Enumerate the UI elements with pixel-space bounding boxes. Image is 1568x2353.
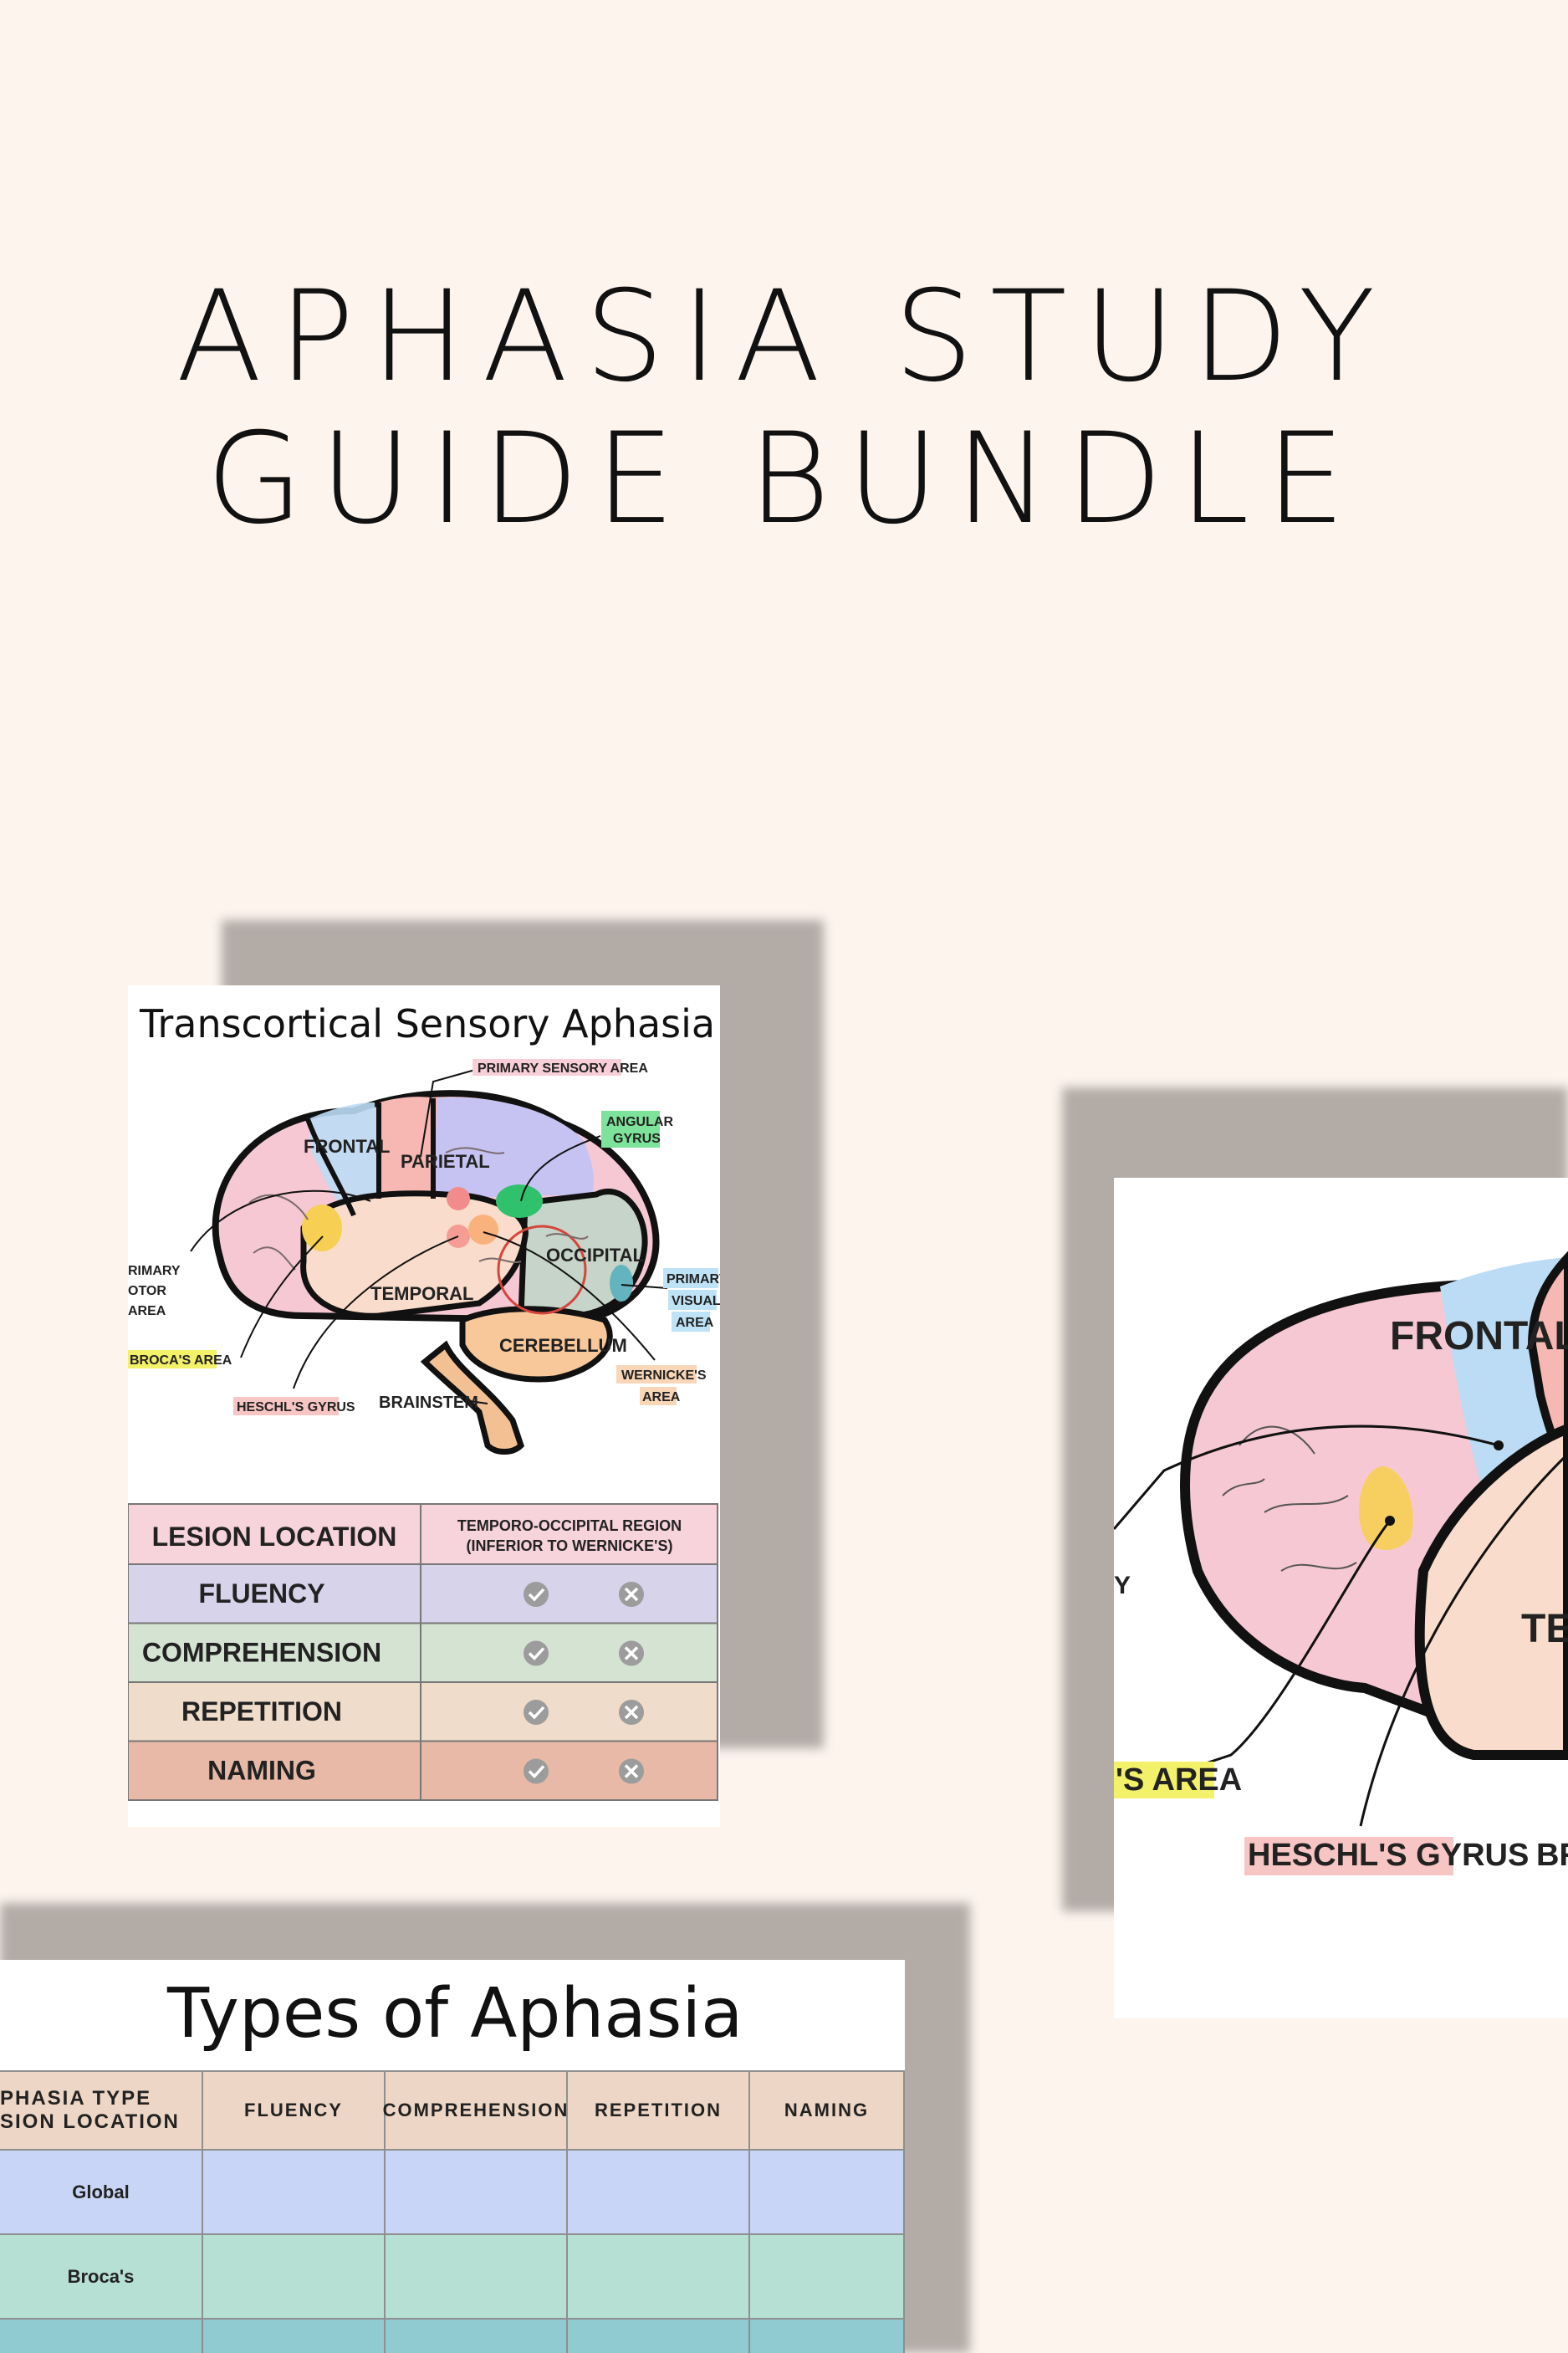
types-header-type-line2: SION LOCATION xyxy=(0,2110,180,2133)
label-brocas: BROCA'S AREA xyxy=(130,1353,232,1368)
label-angular-2: GYRUS xyxy=(613,1132,661,1146)
label-visual-3: AREA xyxy=(676,1316,714,1330)
lesion-location-label: LESION LOCATION xyxy=(152,1522,397,1552)
x-icon-mark xyxy=(624,1587,639,1602)
types-header-comprehension: COMPREHENSION xyxy=(383,2070,568,2151)
zoom-label-motor: Y xyxy=(1114,1572,1131,1599)
types-cell xyxy=(568,2151,750,2235)
label-angular-1: ANGULAR xyxy=(606,1115,673,1129)
types-cell xyxy=(568,2235,750,2320)
types-cell xyxy=(386,2235,568,2320)
types-header-repetition: REPETITION xyxy=(568,2070,750,2151)
label-visual-2: VISUAL xyxy=(672,1294,720,1308)
bundle-title: APHASIA STUDY GUIDE BUNDLE xyxy=(0,266,1568,550)
tsa-row-label: FLUENCY xyxy=(198,1578,324,1609)
zoom-leaders xyxy=(1114,1425,1568,1827)
title-line-1: APHASIA STUDY xyxy=(176,264,1392,410)
check-icon-mark xyxy=(528,1706,545,1720)
tsa-table: LESION LOCATION TEMPORO-OCCIPITAL REGION… xyxy=(128,1503,718,1801)
label-parietal: PARIETAL xyxy=(401,1151,490,1172)
zoom-label-frontal: FRONTAL xyxy=(1390,1314,1568,1358)
check-icon-mark xyxy=(528,1647,545,1661)
lesion-value-1: TEMPORO-OCCIPITAL REGION xyxy=(457,1517,682,1534)
label-heschls: HESCHL'S GYRUS xyxy=(237,1400,355,1414)
types-cell xyxy=(568,2320,750,2353)
types-row-label xyxy=(0,2320,203,2353)
zoom-label-temporal: TEM xyxy=(1521,1607,1568,1651)
check-icon-mark xyxy=(528,1765,545,1779)
label-wernickes-2: AREA xyxy=(642,1390,681,1404)
tsa-heading: Transcortical Sensory Aphasia xyxy=(139,1001,715,1046)
zoom-label-heschls: HESCHL'S GYRUS xyxy=(1248,1838,1529,1873)
zoom-sheet: FRONTAL TEM 'S AREA HESCHL'S GYRUS BR Y xyxy=(1114,1251,1568,1875)
types-cell xyxy=(386,2320,568,2353)
x-icon-mark xyxy=(624,1764,639,1778)
card-transcortical-sensory: Transcortical Sensory Aphasia xyxy=(128,985,720,1827)
zoom-label-brainstem: BR xyxy=(1536,1838,1568,1873)
zoom-temporal-lobe xyxy=(1414,1423,1568,1760)
types-cell xyxy=(203,2235,386,2320)
label-motor-3: AREA xyxy=(128,1304,166,1318)
lesion-value-2: (INFERIOR TO WERNICKE'S) xyxy=(467,1537,673,1554)
label-motor-1: RIMARY xyxy=(128,1264,181,1278)
label-brainstem: BRAINSTEM xyxy=(379,1394,478,1412)
zoom-brocas-area xyxy=(1358,1466,1413,1550)
types-cell xyxy=(203,2151,386,2235)
label-cerebellum: CEREBELLUM xyxy=(499,1335,627,1356)
types-cell xyxy=(750,2151,905,2235)
types-cell xyxy=(750,2235,905,2320)
label-motor-2: OTOR xyxy=(128,1284,166,1298)
check-icon-mark xyxy=(528,1588,545,1602)
check-icon xyxy=(524,1758,549,1784)
check-icon xyxy=(524,1640,549,1666)
tsa-table-row: REPETITION xyxy=(128,1681,718,1742)
leader-lines xyxy=(190,1069,668,1404)
card-brain-zoom: FRONTAL TEM 'S AREA HESCHL'S GYRUS BR Y xyxy=(1114,1178,1568,2018)
label-occipital: OCCIPITAL xyxy=(546,1245,644,1266)
types-heading: Types of Aphasia xyxy=(167,1974,743,2054)
types-cell xyxy=(203,2320,386,2353)
zoom-label-brocas: 'S AREA xyxy=(1116,1762,1242,1798)
types-header-type-line1: PHASIA TYPE xyxy=(0,2087,152,2110)
check-icon xyxy=(524,1582,549,1607)
label-frontal: FRONTAL xyxy=(304,1136,390,1157)
types-cell xyxy=(386,2151,568,2235)
tsa-row-label: COMPREHENSION xyxy=(142,1638,381,1668)
check-icon xyxy=(524,1700,549,1725)
types-cell xyxy=(750,2320,905,2353)
tsa-table-row: COMPREHENSION xyxy=(128,1622,718,1683)
types-header-fluency: FLUENCY xyxy=(203,2070,386,2151)
tsa-row-label: NAMING xyxy=(207,1756,316,1786)
brain-labels: PRIMARY SENSORY AREA ANGULAR GYRUS FRONT… xyxy=(128,1059,720,1415)
types-row-label: Broca's xyxy=(0,2235,203,2320)
types-header-naming: NAMING xyxy=(750,2070,905,2151)
tsa-table-row: FLUENCY xyxy=(128,1563,718,1624)
label-wernickes-1: WERNICKE'S xyxy=(621,1368,707,1383)
tsa-table-row: NAMING xyxy=(128,1740,718,1801)
label-primary-sensory: PRIMARY SENSORY AREA xyxy=(478,1061,648,1076)
x-icon-mark xyxy=(624,1646,639,1660)
types-row-label: Global xyxy=(0,2151,203,2235)
title-line-2: GUIDE BUNDLE xyxy=(206,407,1362,552)
x-icon-mark xyxy=(624,1705,639,1720)
tsa-sheet: Transcortical Sensory Aphasia xyxy=(128,1001,720,1801)
label-visual-1: PRIMARY xyxy=(667,1272,720,1286)
label-temporal: TEMPORAL xyxy=(370,1283,473,1304)
tsa-row-label: REPETITION xyxy=(181,1696,342,1726)
